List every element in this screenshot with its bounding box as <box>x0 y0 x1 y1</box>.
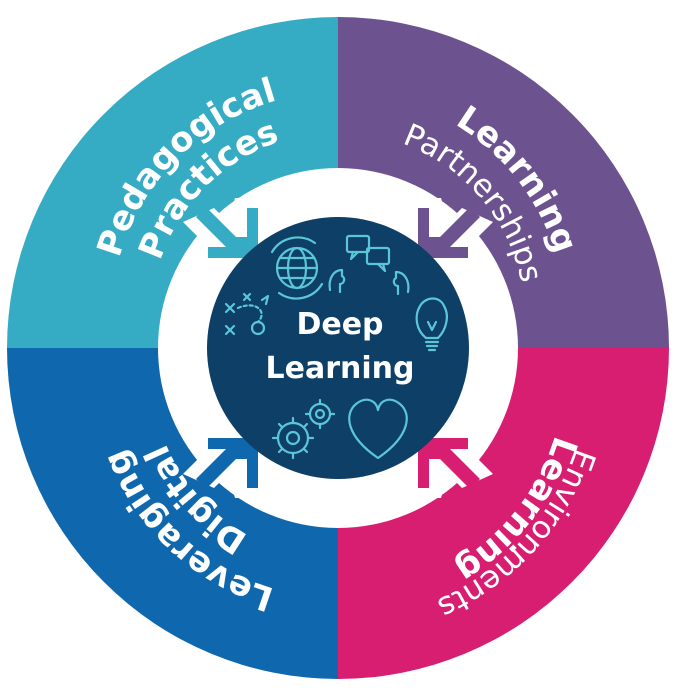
arrow-environments <box>410 429 493 498</box>
arrow-digital <box>183 429 266 498</box>
center-title-line1: Deep <box>296 307 383 342</box>
center-disc <box>207 217 469 479</box>
gears-icon <box>271 398 336 460</box>
globe-icon <box>270 236 324 300</box>
heart-icon <box>348 398 408 460</box>
arrow-partnerships <box>410 198 493 267</box>
play-diagram-icon <box>224 292 270 336</box>
lightbulb-icon <box>415 297 448 352</box>
speech-bubbles-icon <box>328 234 410 296</box>
center-title-line2: Learning <box>266 351 415 386</box>
arrow-pedagogical <box>183 198 266 267</box>
